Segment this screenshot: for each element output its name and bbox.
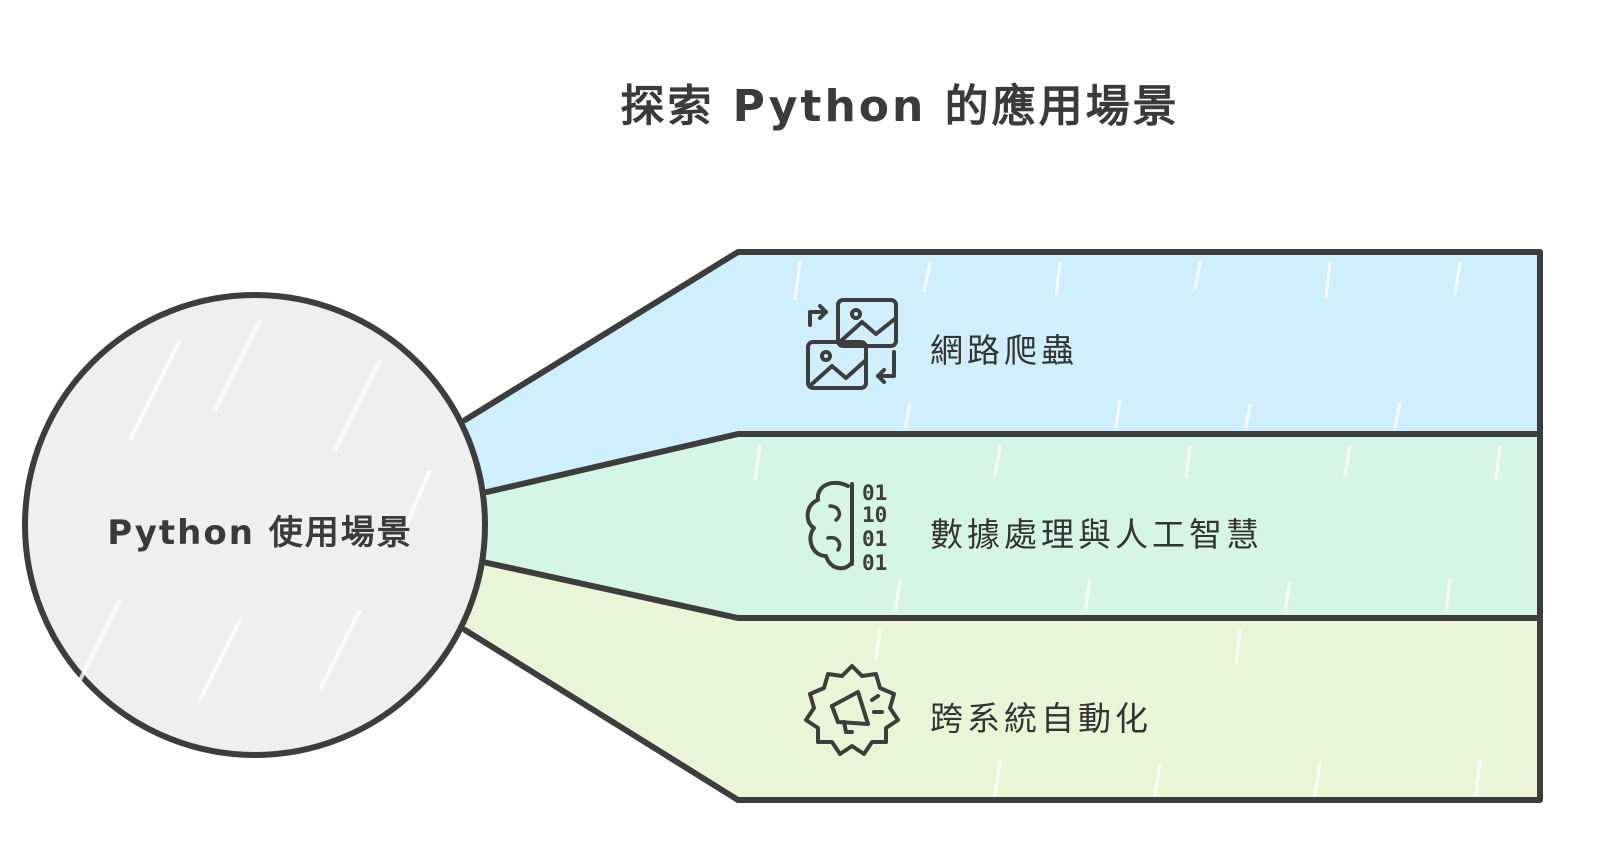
branch-label-data-ai: 數據處理與人工智慧 [930, 515, 1263, 554]
circle-hatch [78, 319, 432, 701]
center-circle [22, 292, 488, 758]
hatch-marks [753, 261, 1502, 797]
branch-label-web-scraping: 網路爬蟲 [930, 331, 1078, 370]
brain-binary-icon: 01 10 01 01 [805, 480, 887, 575]
svg-text:10: 10 [862, 503, 887, 527]
branch-band-automation [465, 562, 1540, 800]
branch-label-automation: 跨系統自動化 [930, 699, 1152, 738]
svg-text:01: 01 [862, 527, 887, 551]
branch-band-data-ai [483, 434, 1540, 618]
svg-text:01: 01 [862, 481, 887, 505]
svg-text:01: 01 [862, 551, 887, 575]
gear-megaphone-icon [804, 664, 900, 756]
image-sync-icon [806, 298, 898, 390]
diagram-title: 探索 Python 的應用場景 [620, 81, 1180, 132]
branch-outlines [462, 249, 1543, 803]
center-node-label: Python 使用場景 [107, 513, 413, 553]
